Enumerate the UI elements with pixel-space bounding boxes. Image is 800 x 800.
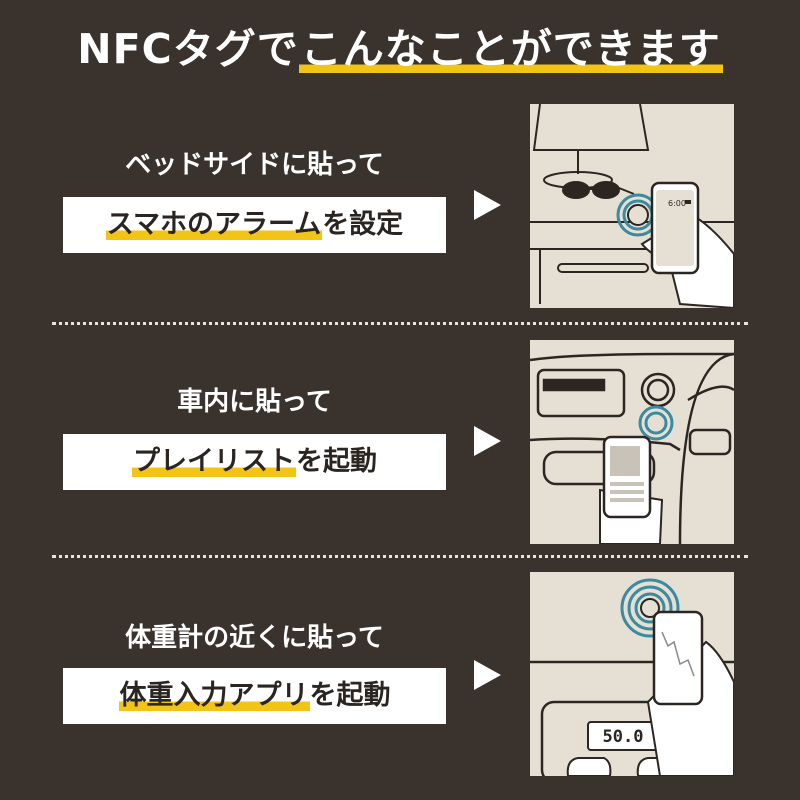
section-divider <box>52 555 748 558</box>
scale-display-text: 50.0 <box>603 727 644 747</box>
bedside-illustration: 6:00 <box>530 104 734 308</box>
section-divider <box>52 322 748 325</box>
scale-illustration: 50.0 <box>530 572 734 776</box>
feature-lead: 体重計の近くに貼って <box>125 623 384 653</box>
title-highlight: こんなことができます <box>298 25 723 73</box>
feature-action-box: プレイリストを起動 <box>63 434 446 490</box>
action-suffix: を起動 <box>296 446 377 477</box>
title-prefix: NFCタグで <box>77 25 299 73</box>
action-suffix: を起動 <box>309 680 391 711</box>
action-highlight: 体重入力アプリ <box>118 680 310 711</box>
action-highlight: スマホのアラーム <box>105 209 323 240</box>
action-suffix: を設定 <box>322 209 404 240</box>
feature-action-box: スマホのアラームを設定 <box>63 197 446 253</box>
feature-action-box: 体重入力アプリを起動 <box>63 668 446 724</box>
action-highlight: プレイリスト <box>132 446 296 477</box>
feature-lead: 車内に貼って <box>177 387 332 417</box>
feature-row-car: 車内に貼って プレイリストを起動 <box>0 336 800 556</box>
feature-row-scale: 体重計の近くに貼って 体重入力アプリを起動 50.0 <box>0 570 800 790</box>
arrow-right-icon <box>474 190 501 220</box>
phone-clock-text: 6:00 <box>668 199 686 208</box>
feature-lead: ベッドサイドに貼って <box>125 150 384 180</box>
car-illustration <box>530 340 734 544</box>
feature-row-bedside: ベッドサイドに貼って スマホのアラームを設定 <box>0 100 800 320</box>
arrow-right-icon <box>474 660 501 690</box>
page-title: NFCタグでこんなことができます <box>0 22 800 76</box>
arrow-right-icon <box>474 426 501 456</box>
